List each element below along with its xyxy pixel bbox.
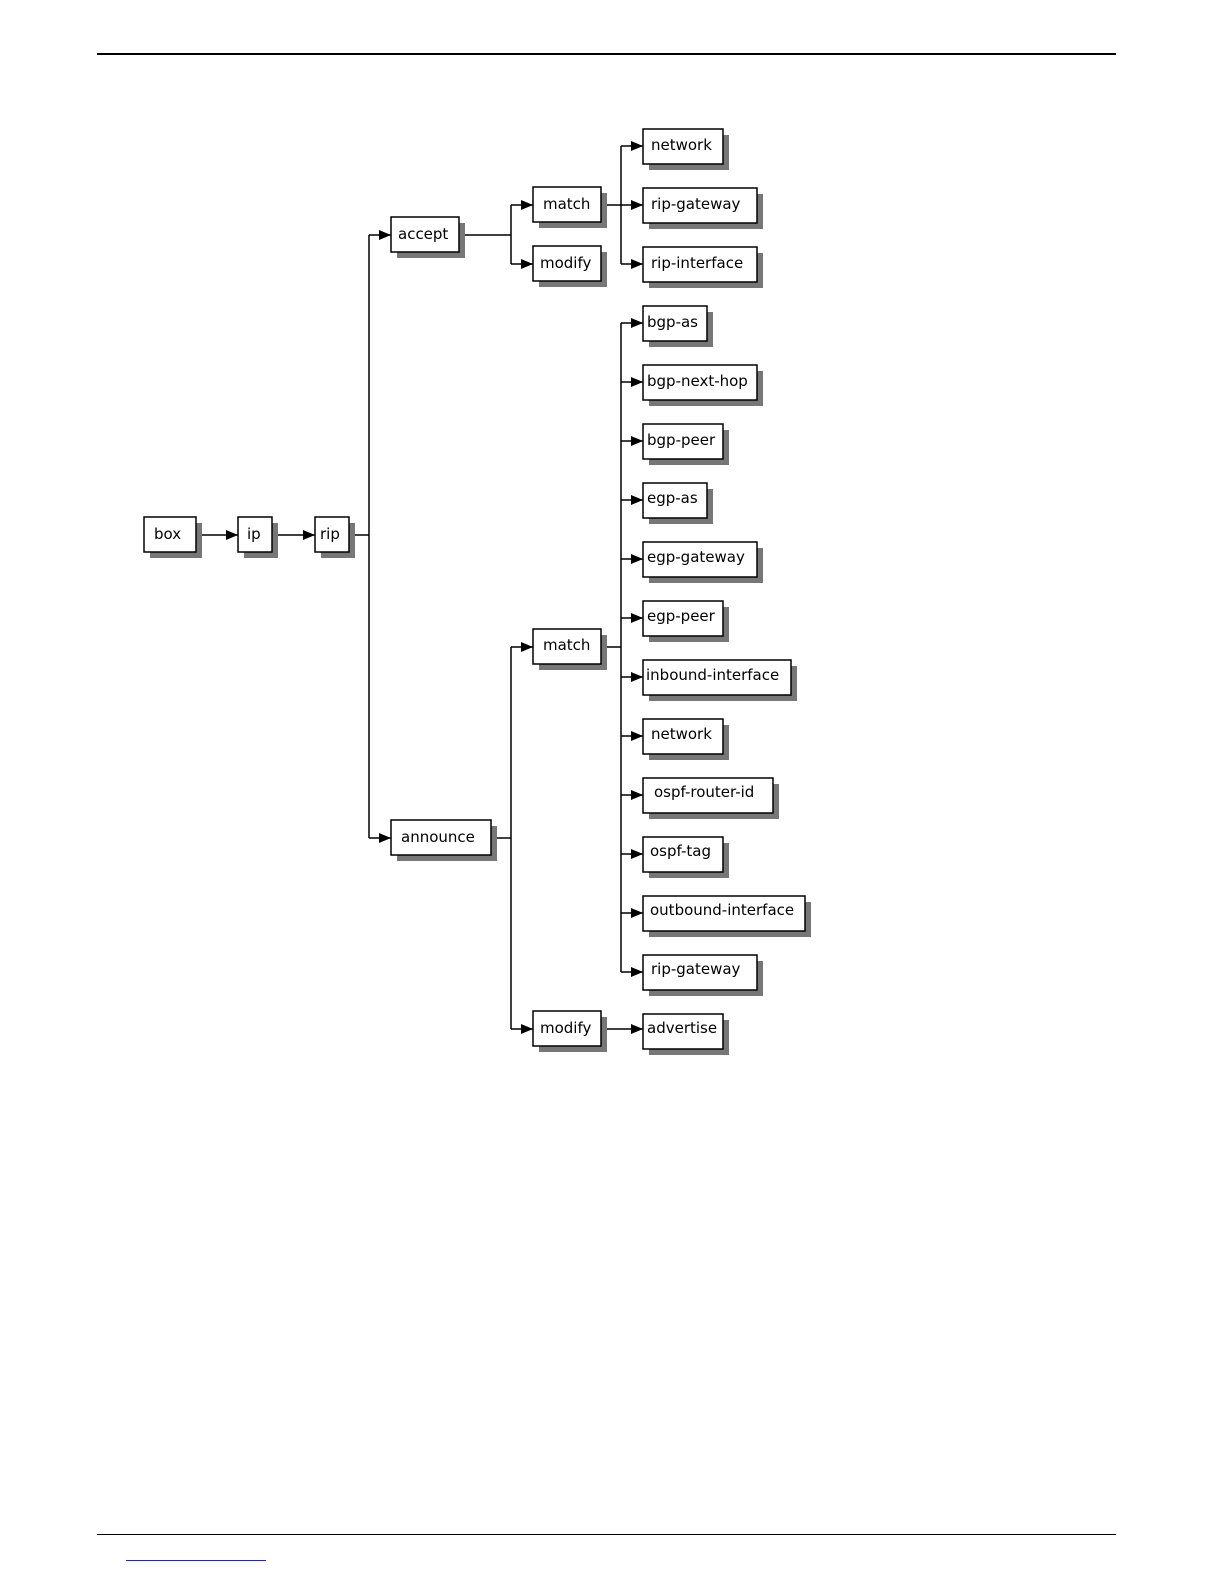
node-rip: rip (315, 517, 355, 558)
node-rip-label: rip (320, 525, 340, 543)
leaf-label: inbound-interface (646, 666, 779, 684)
node-announce-match-bgp-next-hop: bgp-next-hop (643, 365, 763, 406)
node-announce-match-bgp-as: bgp-as (643, 306, 713, 347)
node-announce-modify-label: modify (540, 1019, 591, 1037)
node-accept-match-network: network (643, 129, 729, 170)
node-accept-match-rip-gateway: rip-gateway (643, 188, 763, 229)
node-announce-match-network: network (643, 719, 729, 760)
node-announce-match-outbound-interface: outbound-interface (643, 896, 811, 937)
node-announce-match-ospf-tag: ospf-tag (643, 837, 729, 878)
leaf-label: bgp-peer (647, 431, 716, 449)
node-announce: announce (391, 820, 497, 861)
node-accept: accept (391, 217, 465, 258)
node-announce-match-ospf-router-id: ospf-router-id (643, 778, 779, 819)
footer-link-underline (126, 1560, 266, 1561)
footer-rule (97, 1534, 1116, 1535)
leaf-label: ospf-tag (650, 842, 711, 860)
node-ip: ip (238, 517, 278, 558)
node-announce-match-bgp-peer: bgp-peer (643, 424, 729, 465)
leaf-label: rip-gateway (651, 195, 741, 213)
node-accept-modify: modify (533, 246, 607, 287)
node-announce-match-inbound-interface: inbound-interface (643, 660, 797, 701)
leaf-label: rip-interface (651, 254, 743, 272)
leaf-label: bgp-as (647, 313, 698, 331)
leaf-label: egp-gateway (647, 548, 745, 566)
node-announce-match-egp-as: egp-as (643, 483, 713, 524)
leaf-label: outbound-interface (650, 901, 794, 919)
node-ip-label: ip (247, 525, 261, 543)
leaf-label: network (651, 136, 712, 154)
leaf-label: ospf-router-id (654, 783, 754, 801)
node-announce-match-rip-gateway: rip-gateway (643, 955, 763, 996)
node-announce-label: announce (401, 828, 475, 846)
node-box-label: box (154, 525, 181, 543)
node-announce-modify-advertise: advertise (643, 1014, 729, 1055)
node-announce-match-egp-peer: egp-peer (643, 601, 729, 642)
node-accept-match: match (533, 187, 607, 228)
node-announce-match-egp-gateway: egp-gateway (643, 542, 763, 583)
leaf-label: network (651, 725, 712, 743)
leaf-label: rip-gateway (651, 960, 741, 978)
leaf-label: advertise (647, 1019, 717, 1037)
node-announce-match-label: match (543, 636, 590, 654)
leaf-label: bgp-next-hop (647, 372, 748, 390)
node-accept-modify-label: modify (540, 254, 591, 272)
leaf-label: egp-peer (647, 607, 716, 625)
node-announce-match: match (533, 629, 607, 670)
node-box: box (144, 517, 202, 558)
node-accept-label: accept (398, 225, 448, 243)
node-accept-match-rip-interface: rip-interface (643, 247, 763, 288)
leaf-label: egp-as (647, 489, 698, 507)
node-announce-modify: modify (533, 1011, 607, 1052)
node-accept-match-label: match (543, 195, 590, 213)
